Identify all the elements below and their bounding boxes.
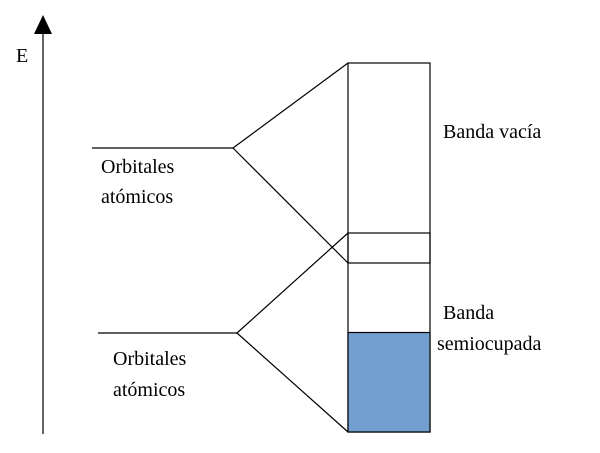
upper-fan-bottom-line xyxy=(232,147,349,264)
energy-axis-label: E xyxy=(16,45,28,67)
lower-orbital-label-line1: Orbitales xyxy=(113,348,187,370)
half-filled-band-occupied xyxy=(347,331,431,433)
energy-axis-arrowhead xyxy=(34,15,52,34)
upper-fan-top-line xyxy=(232,62,349,149)
empty-band-label: Banda vacía xyxy=(443,121,541,143)
upper-orbital-group: Orbitales atómicos xyxy=(92,62,349,264)
energy-axis: E xyxy=(16,15,52,434)
lower-orbital-group: Orbitales atómicos xyxy=(98,232,349,433)
upper-orbital-label-line2: atómicos xyxy=(101,186,173,208)
upper-orbital-label-line1: Orbitales xyxy=(101,156,175,178)
empty-band xyxy=(347,62,431,264)
lower-fan-bottom-line xyxy=(236,332,349,433)
lower-orbital-label-line2: atómicos xyxy=(113,379,185,401)
lower-fan-top-line xyxy=(236,232,349,334)
half-filled-band-label-line1: Banda xyxy=(443,302,494,324)
half-filled-band-label-line2: semiocupada xyxy=(437,333,542,355)
